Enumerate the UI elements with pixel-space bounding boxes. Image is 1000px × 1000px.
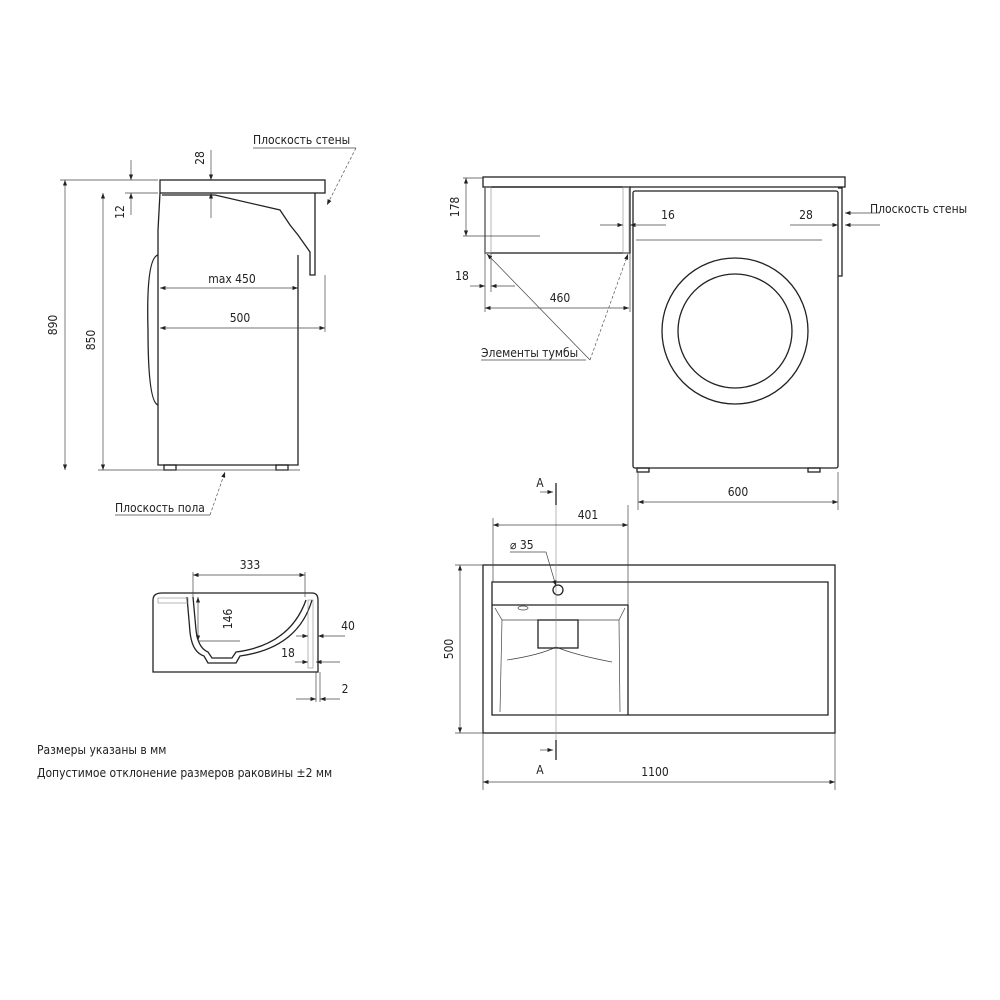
sink-bowl-side bbox=[162, 193, 316, 276]
countertop-side bbox=[159, 179, 326, 194]
dim-2-label: 2 bbox=[342, 682, 349, 696]
wall-plane-front-label: Плоскость стены bbox=[870, 202, 967, 216]
section-view: 333 146 40 18 2 bbox=[152, 558, 355, 702]
washer-body-side bbox=[157, 192, 299, 466]
foot bbox=[163, 464, 177, 471]
washer-door-side bbox=[147, 254, 159, 406]
sink-section-outline bbox=[152, 592, 319, 673]
dim-890-label: 890 bbox=[46, 315, 60, 336]
dim-460-label: 460 bbox=[550, 291, 571, 305]
dim-500-top-label: 500 bbox=[442, 639, 456, 660]
dim-diameter-label: ⌀ 35 bbox=[510, 538, 534, 552]
dim-max450-label: max 450 bbox=[208, 272, 256, 286]
cabinet-elements-label: Элементы тумбы bbox=[481, 346, 578, 360]
dim-850-label: 850 bbox=[84, 330, 98, 351]
dim-28-label: 28 bbox=[193, 151, 207, 165]
washer-door-inner bbox=[677, 273, 793, 389]
dim-333-label: 333 bbox=[240, 558, 261, 572]
section-mark-bottom: A bbox=[536, 763, 544, 777]
floor-plane-label: Плоскость пола bbox=[115, 501, 205, 515]
note-tolerance: Допустимое отклонение размеров раковины … bbox=[37, 766, 332, 780]
foot bbox=[275, 464, 289, 471]
faucet-hole bbox=[552, 584, 564, 596]
dim-12-label: 12 bbox=[113, 205, 127, 219]
basin-top bbox=[492, 604, 629, 715]
dim-28-front-label: 28 bbox=[799, 208, 813, 222]
countertop-front bbox=[482, 176, 846, 188]
side-view: 890 850 12 28 max 450 500 Плоскость стен… bbox=[46, 133, 357, 516]
dim-18-label: 18 bbox=[455, 269, 469, 283]
top-view: A A 401 ⌀ 35 500 1100 bbox=[442, 476, 836, 790]
front-view: 178 18 460 16 28 Плоскость стены Элемент… bbox=[448, 176, 967, 510]
notes: Размеры указаны в мм Допустимое отклонен… bbox=[37, 743, 332, 780]
dim-18-section-label: 18 bbox=[281, 646, 295, 660]
drain-opening bbox=[537, 619, 579, 649]
washer-front bbox=[632, 190, 839, 469]
dim-1100-label: 1100 bbox=[641, 765, 669, 779]
section-mark-top: A bbox=[536, 476, 544, 490]
dim-40-label: 40 bbox=[341, 619, 355, 633]
cabinet-front bbox=[484, 186, 631, 254]
dim-401-label: 401 bbox=[578, 508, 599, 522]
dim-146-label: 146 bbox=[221, 609, 235, 630]
dim-178-label: 178 bbox=[448, 197, 462, 218]
sink-top-outline bbox=[482, 564, 836, 734]
dim-600-label: 600 bbox=[728, 485, 749, 499]
note-units: Размеры указаны в мм bbox=[37, 743, 166, 757]
washer-door-outer bbox=[661, 257, 809, 405]
wall-plane-label: Плоскость стены bbox=[253, 133, 350, 147]
dim-500-label: 500 bbox=[230, 311, 251, 325]
dim-16-label: 16 bbox=[661, 208, 675, 222]
